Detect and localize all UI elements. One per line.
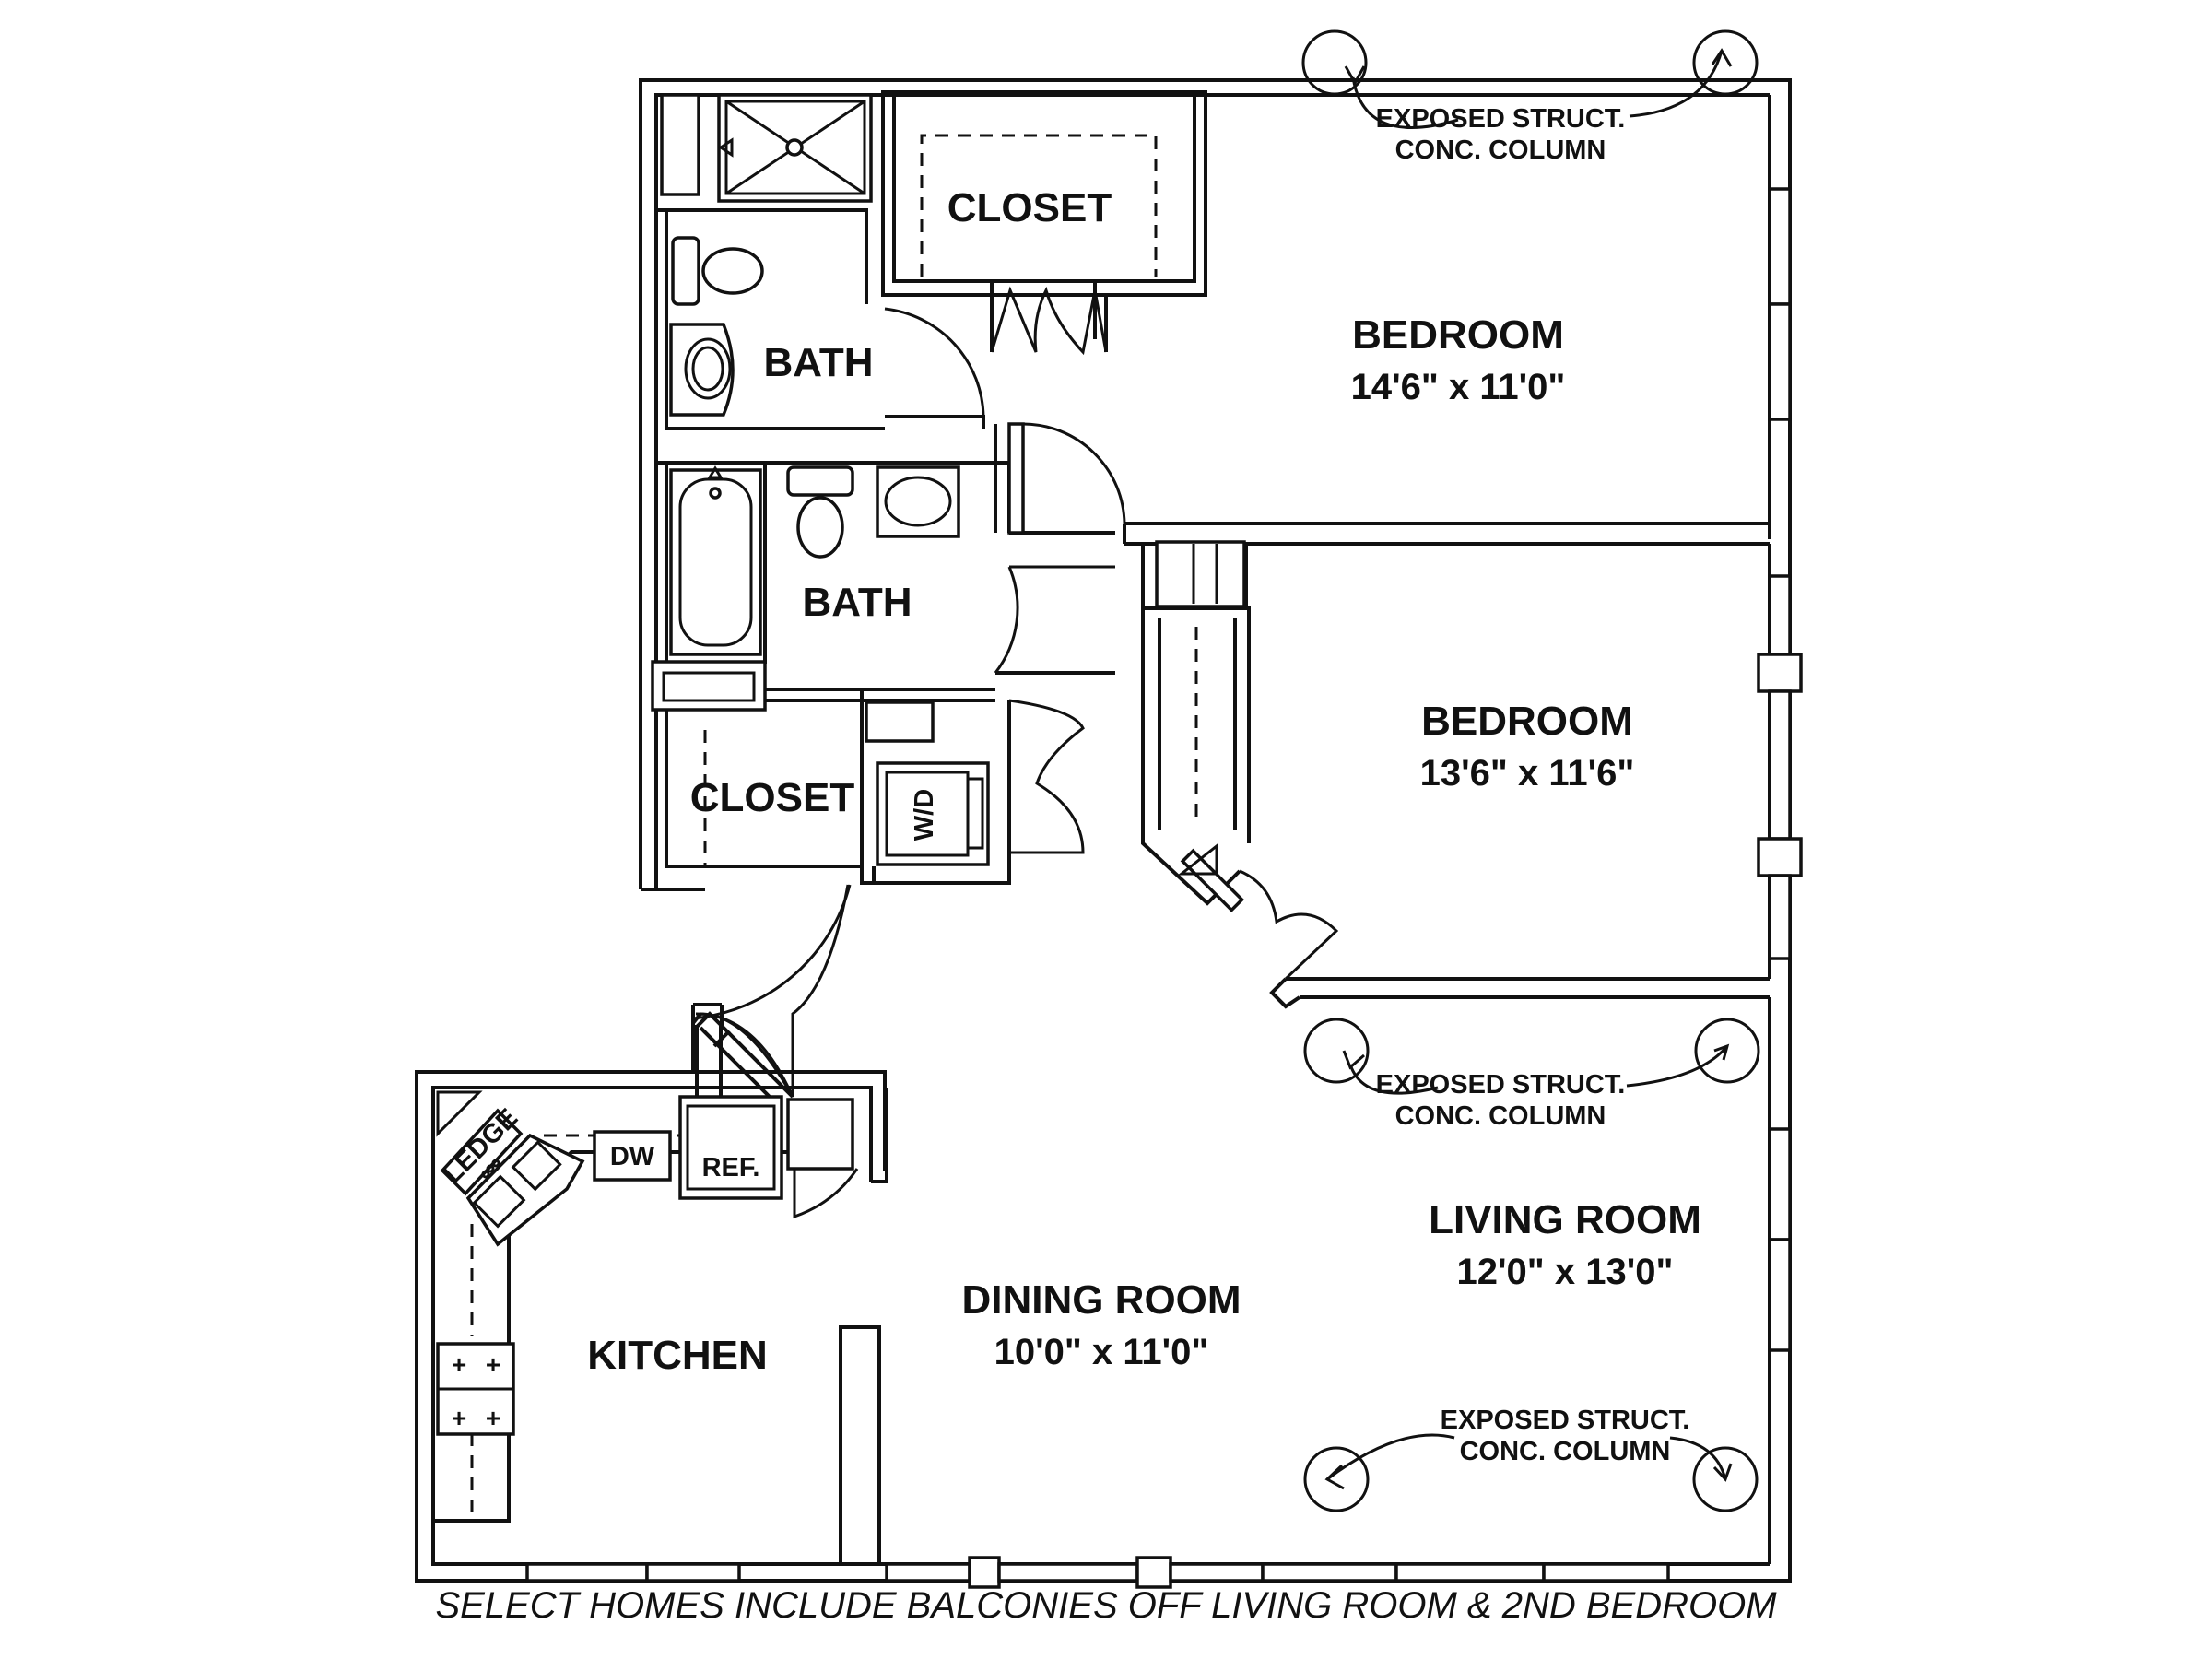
doors	[692, 281, 1339, 1098]
svg-text:+: +	[486, 1350, 500, 1379]
bedroom2-dims: 13'6" x 11'6"	[1420, 753, 1635, 794]
column-note-top-line2: CONC. COLUMN	[1395, 135, 1606, 165]
column-top-right	[1629, 29, 1759, 118]
bedroom1-dims: 14'6" x 11'0"	[1351, 367, 1566, 407]
living-room-name: LIVING ROOM	[1429, 1197, 1701, 1242]
dining-room-dims: 10'0" x 11'0"	[994, 1332, 1209, 1372]
bath-mid-label: BATH	[803, 580, 912, 625]
bedroom2-name: BEDROOM	[1421, 699, 1633, 744]
fixtures	[651, 93, 1246, 876]
balcony-caption: SELECT HOMES INCLUDE BALCONIES OFF LIVIN…	[435, 1585, 1777, 1626]
bath-top-label: BATH	[764, 340, 874, 385]
closet-top-label: CLOSET	[947, 185, 1112, 230]
column-mid-right	[1626, 1018, 1760, 1088]
kitchen-label: KITCHEN	[587, 1333, 768, 1378]
column-note-mid-line2: CONC. COLUMN	[1395, 1101, 1606, 1131]
dining-room-name: DINING ROOM	[961, 1277, 1241, 1323]
column-top-left	[1301, 29, 1459, 129]
column-mid-left	[1303, 1018, 1439, 1095]
column-note-mid-line1: EXPOSED STRUCT.	[1376, 1070, 1626, 1100]
living-room-dims: 12'0" x 13'0"	[1457, 1252, 1674, 1292]
kitchen-fixtures: + + + +	[431, 1088, 859, 1523]
closet-mid-label: CLOSET	[690, 775, 855, 820]
labels: CLOSET BATH BEDROOM 14'6" x 11'0" BATH B…	[438, 104, 1701, 1466]
refrigerator-label: REF.	[702, 1153, 760, 1182]
windows-right	[1757, 187, 1803, 1352]
interior-walls	[656, 90, 1770, 1566]
columns	[1301, 29, 1760, 1512]
bedroom1-name: BEDROOM	[1352, 312, 1564, 358]
dishwasher-label: DW	[610, 1142, 655, 1171]
windows-bottom	[525, 1556, 1670, 1589]
svg-text:+: +	[452, 1404, 466, 1432]
column-note-bottom-line2: CONC. COLUMN	[1460, 1437, 1671, 1466]
svg-text:+: +	[452, 1350, 466, 1379]
column-bottom-right	[1669, 1436, 1759, 1512]
washer-dryer-label: W/D	[910, 789, 939, 841]
column-bottom-left	[1303, 1433, 1455, 1512]
column-note-bottom-line1: EXPOSED STRUCT.	[1441, 1406, 1690, 1435]
column-note-top-line1: EXPOSED STRUCT.	[1376, 104, 1626, 134]
svg-text:+: +	[486, 1404, 500, 1432]
